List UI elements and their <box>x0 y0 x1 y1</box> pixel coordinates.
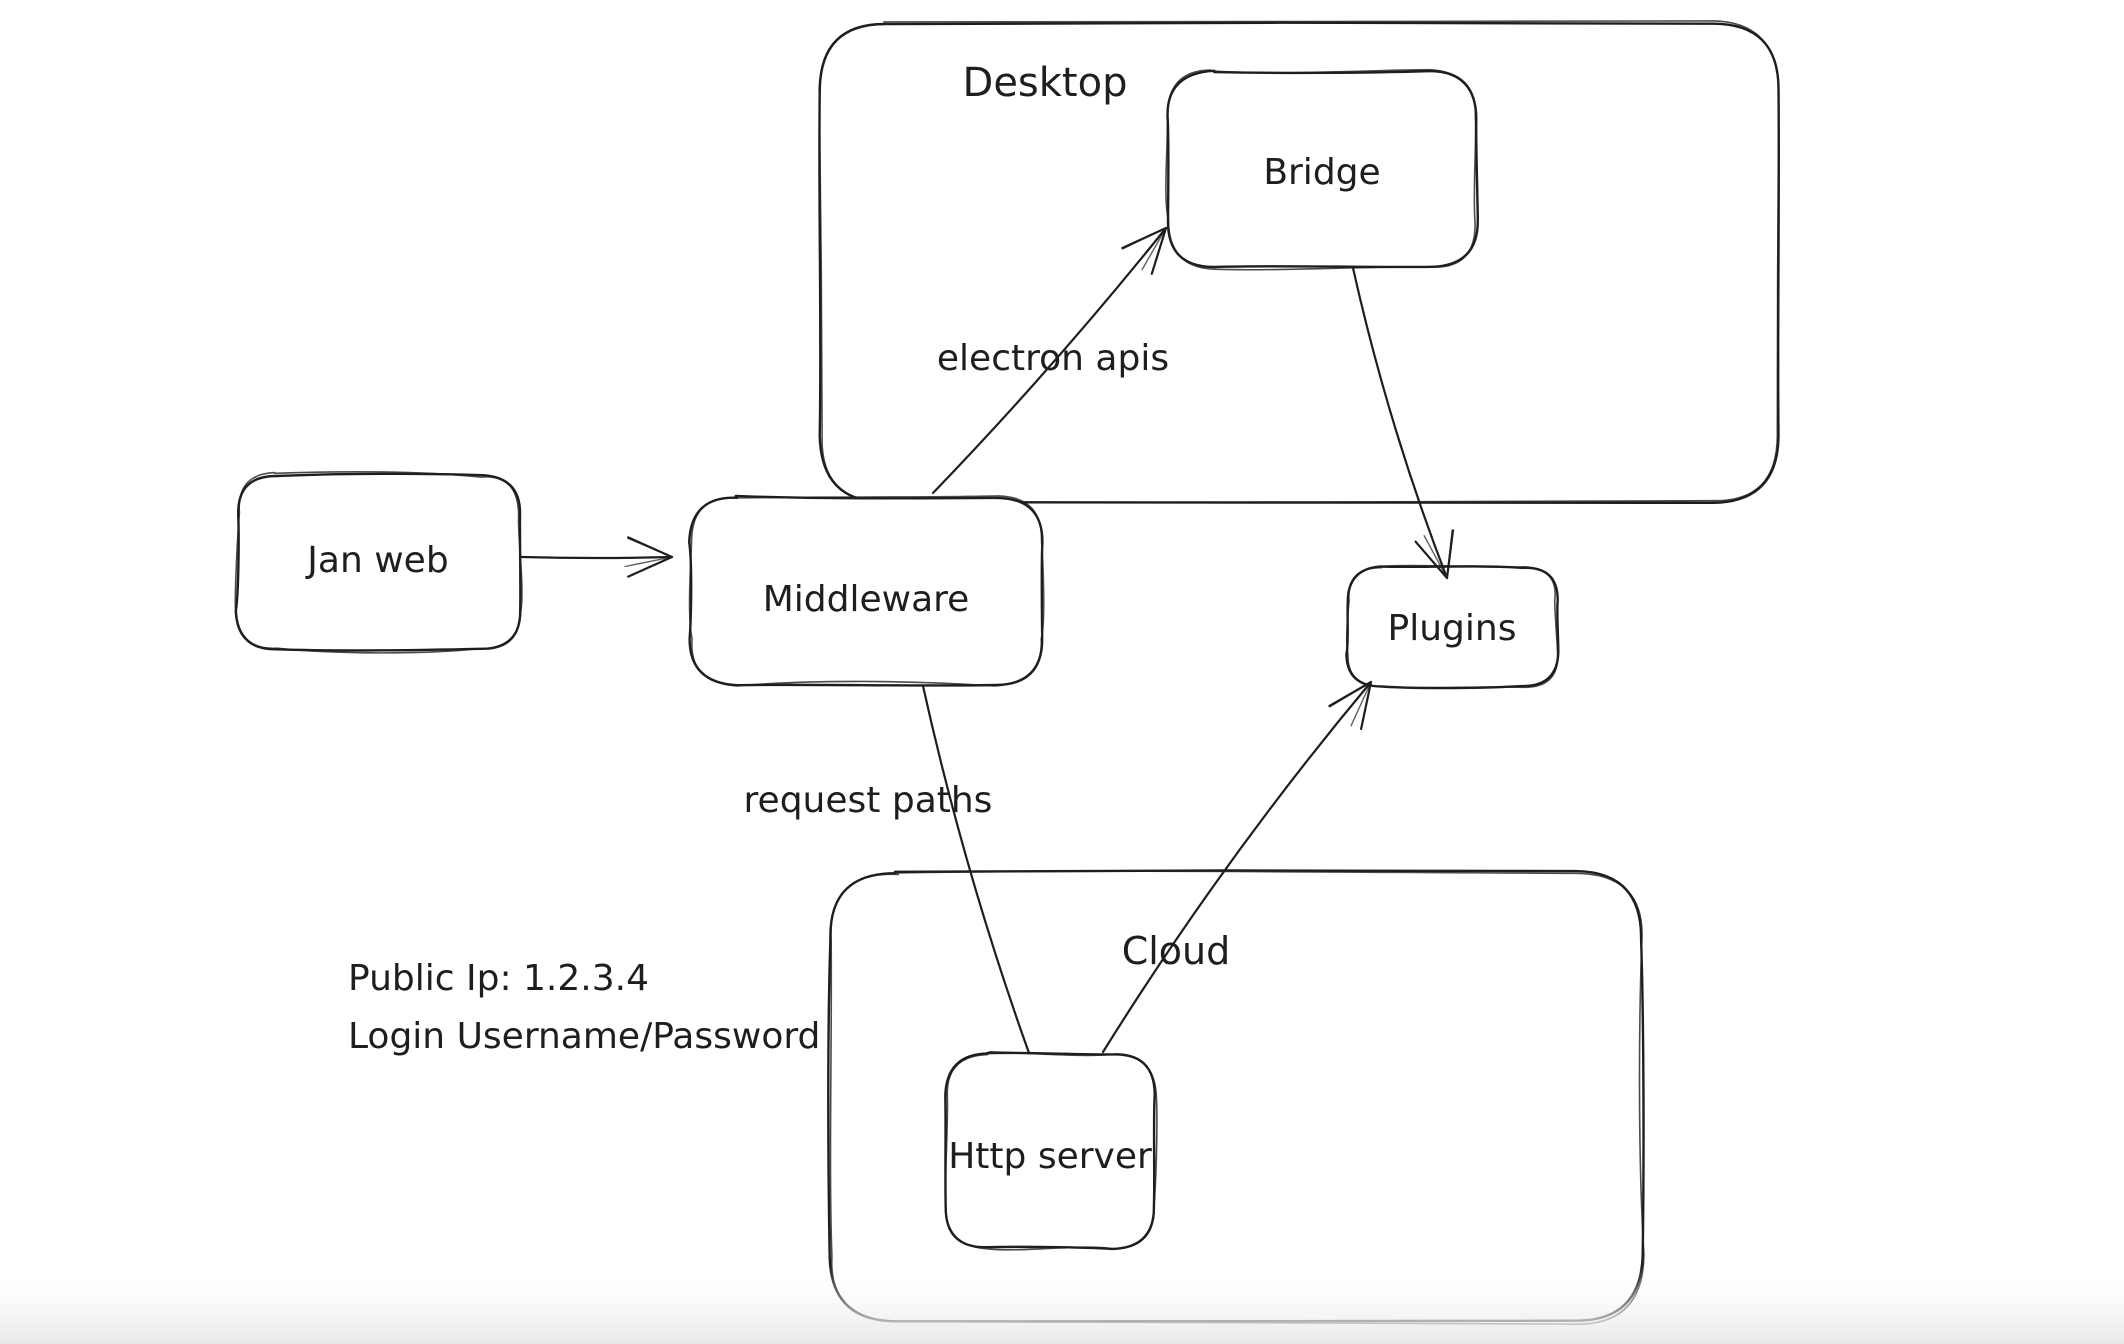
bridge-node-border-echo <box>1165 68 1477 271</box>
edge-httpserver-plugins-line <box>1101 680 1373 1054</box>
edge-bridge-plugins-line <box>1351 266 1449 580</box>
edge-httpserver-plugins[interactable] <box>1101 680 1373 1054</box>
plugins-node-label[interactable]: Plugins <box>1388 608 1517 649</box>
cloud-container-label[interactable]: Cloud <box>1122 929 1231 973</box>
electron-apis-edge-label[interactable]: electron apis <box>937 338 1169 379</box>
edge-janweb-middleware-line <box>520 555 674 560</box>
arrowhead-up-right-echo-icon <box>1122 227 1167 271</box>
middleware-node-fill <box>690 497 1042 684</box>
middleware-node-border <box>688 494 1044 687</box>
bridge-node-fill <box>1167 72 1477 267</box>
canvas-bottom-fade <box>0 1266 2124 1344</box>
edge-middleware-bridge-line <box>931 226 1168 495</box>
arrowhead-down-echo-icon <box>1423 529 1453 579</box>
desktop-container-label[interactable]: Desktop <box>963 60 1128 106</box>
http-server-node-label[interactable]: Http server <box>948 1136 1152 1177</box>
edge-middleware-bridge[interactable] <box>931 226 1168 495</box>
plugins-node[interactable] <box>1345 564 1560 690</box>
jan-web-node-border-echo <box>234 470 523 654</box>
plugins-node-border-echo <box>1346 564 1559 689</box>
arrowhead-up-echo-icon <box>1329 681 1372 727</box>
http-server-node[interactable] <box>944 1051 1158 1251</box>
http-server-node-fill <box>945 1054 1155 1248</box>
note-login-credentials[interactable]: Login Username/Password <box>348 1016 820 1057</box>
edge-middleware-httpserver-line <box>921 684 1031 1055</box>
edge-bridge-plugins[interactable] <box>1351 266 1455 580</box>
jan-web-node[interactable] <box>234 470 523 654</box>
middleware-node-border-echo <box>688 495 1045 687</box>
jan-web-node-label[interactable]: Jan web <box>305 540 448 581</box>
middleware-node[interactable] <box>688 494 1045 687</box>
edge-janweb-middleware[interactable] <box>520 536 674 578</box>
edge-middleware-httpserver[interactable] <box>921 684 1031 1055</box>
plugins-node-fill <box>1347 567 1557 687</box>
bridge-node-label[interactable]: Bridge <box>1263 152 1380 193</box>
jan-web-node-fill <box>237 475 520 650</box>
note-public-ip[interactable]: Public Ip: 1.2.3.4 <box>348 958 649 999</box>
desktop-container-border <box>818 21 1781 504</box>
desktop-container-border-echo <box>818 19 1780 504</box>
middleware-node-label[interactable]: Middleware <box>763 579 970 620</box>
bridge-node[interactable] <box>1165 68 1480 271</box>
http-server-node-border-echo <box>944 1051 1158 1251</box>
arrowhead-right-echo-icon <box>624 537 673 568</box>
request-paths-edge-label[interactable]: request paths <box>744 780 993 821</box>
